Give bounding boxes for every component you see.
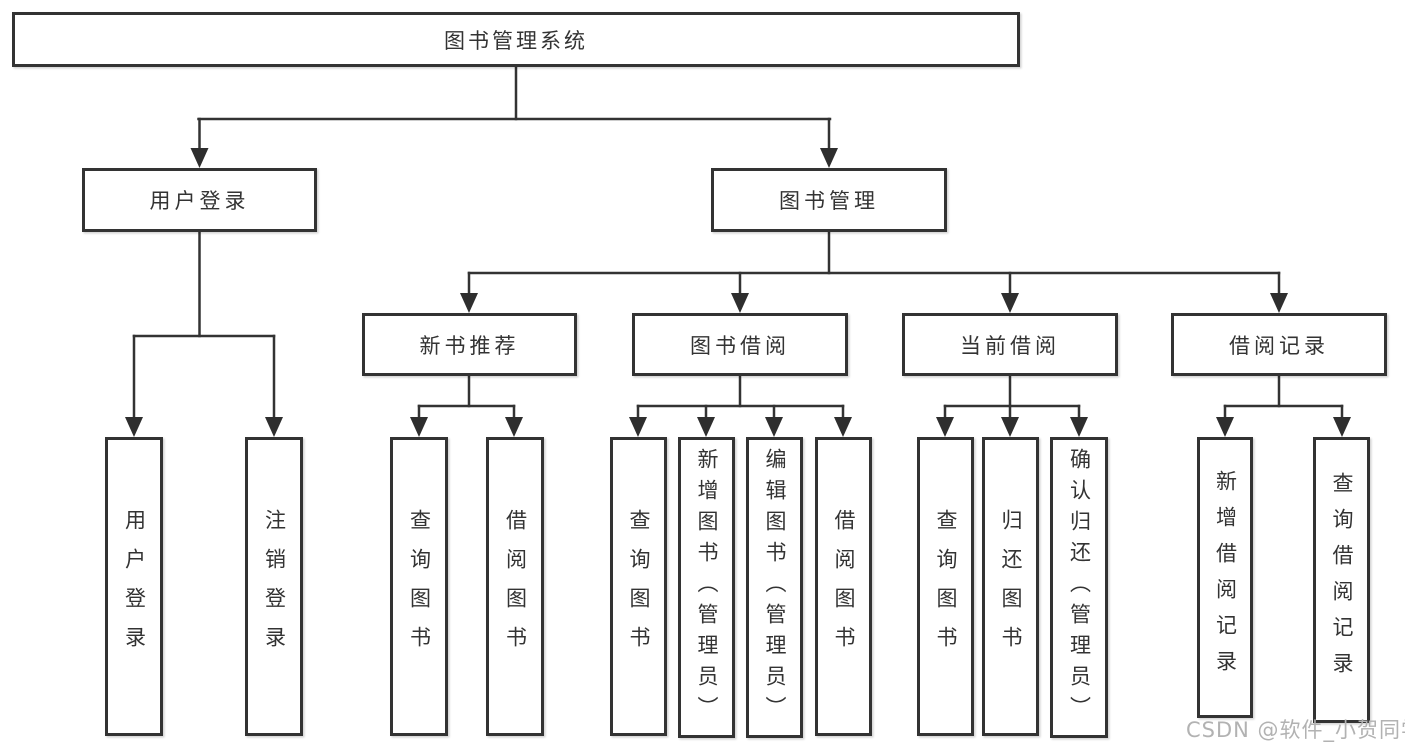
leaf-edit-book-admin: 编辑图书（管理员） — [746, 437, 803, 738]
node-book-management: 图书管理 — [711, 168, 947, 232]
node-borrowing-records: 借阅记录 — [1171, 313, 1387, 376]
node-current-borrowing: 当前借阅 — [902, 313, 1118, 376]
node-library-management-system: 图书管理系统 — [12, 12, 1020, 67]
leaf-user-login: 用户登录 — [105, 437, 163, 736]
node-user-login: 用户登录 — [82, 168, 317, 232]
leaf-borrow-books-recommend: 借阅图书 — [486, 437, 544, 736]
leaf-query-books-recommend: 查询图书 — [390, 437, 448, 736]
node-book-borrowing: 图书借阅 — [632, 313, 848, 376]
leaf-query-books-borrowing: 查询图书 — [610, 437, 667, 736]
leaf-add-borrow-record: 新增借阅记录 — [1197, 437, 1253, 718]
leaf-borrow-books-borrowing: 借阅图书 — [815, 437, 872, 736]
leaf-logout: 注销登录 — [245, 437, 303, 736]
leaf-query-borrow-record: 查询借阅记录 — [1313, 437, 1370, 723]
leaf-return-books: 归还图书 — [982, 437, 1039, 736]
leaf-query-books-current: 查询图书 — [917, 437, 974, 736]
node-new-book-recommend: 新书推荐 — [362, 313, 577, 376]
watermark-text: CSDN @软件_小贺同学 — [1186, 718, 1405, 742]
leaf-confirm-return-admin: 确认归还（管理员） — [1050, 437, 1108, 738]
leaf-add-book-admin: 新增图书（管理员） — [678, 437, 735, 738]
